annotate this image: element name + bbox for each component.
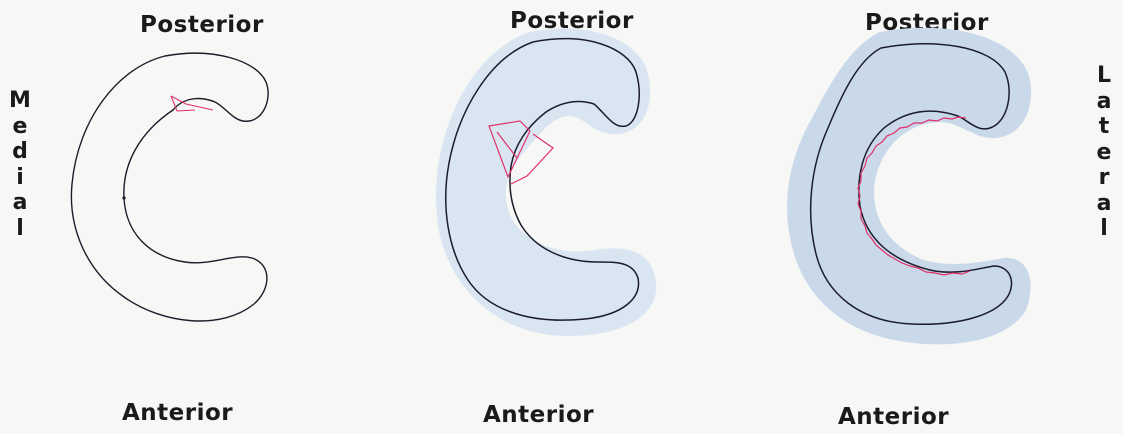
figure-2-meniscus bbox=[436, 28, 656, 336]
figure-2-shading bbox=[436, 28, 656, 336]
figure-1-mark bbox=[122, 196, 125, 199]
figure-1-lesion bbox=[171, 96, 213, 111]
figure-1-meniscus bbox=[71, 53, 268, 321]
figure-3-shading bbox=[787, 28, 1031, 345]
figure-1-meniscus-outline bbox=[71, 53, 268, 321]
figure-3-meniscus bbox=[787, 28, 1031, 345]
